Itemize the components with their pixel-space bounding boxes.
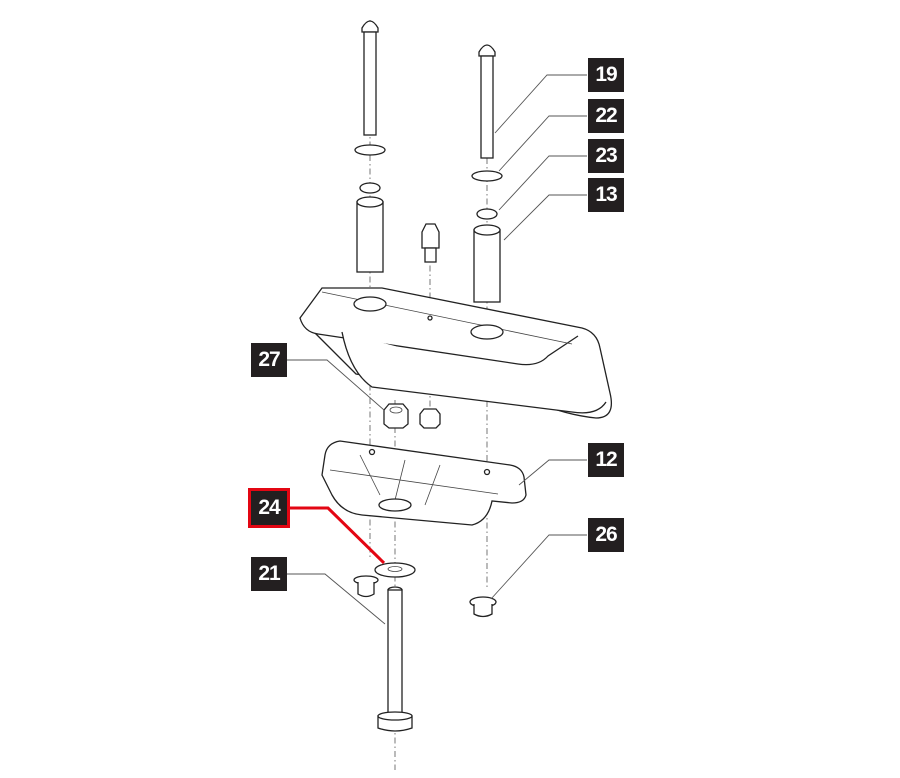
callout-24-highlighted: 24 — [248, 488, 290, 528]
callout-26: 26 — [588, 518, 624, 552]
nut-27 — [383, 403, 409, 429]
lower-bracket-12 — [321, 440, 527, 526]
bolt-19 — [478, 44, 496, 159]
flange-nut-26 — [469, 596, 497, 618]
callout-13: 13 — [588, 178, 624, 212]
leader-19 — [494, 74, 587, 134]
washer-22 — [471, 170, 503, 182]
bolt-left — [361, 20, 379, 136]
leader-12 — [518, 459, 587, 486]
leader-22 — [498, 115, 587, 172]
callout-23: 23 — [588, 139, 624, 173]
callout-12: 12 — [588, 443, 624, 477]
spacer-left — [356, 196, 384, 273]
callout-22: 22 — [588, 99, 624, 133]
leader-26 — [490, 534, 587, 600]
washer-left — [354, 144, 386, 156]
small-bolt — [421, 223, 440, 263]
washer-24 — [374, 562, 416, 578]
flange-nut-left — [353, 575, 379, 598]
bolt-21 — [377, 586, 413, 732]
callout-21: 21 — [251, 557, 287, 591]
nut-small — [419, 408, 441, 429]
lock-washer-left — [359, 182, 381, 194]
leader-21 — [287, 573, 386, 625]
callout-27: 27 — [251, 343, 287, 377]
leader-23 — [498, 155, 587, 211]
leader-27 — [287, 359, 385, 411]
leader-13 — [503, 194, 587, 241]
upper-bracket — [299, 287, 613, 419]
leader-24-highlighted — [289, 506, 386, 565]
spacer-13 — [473, 224, 501, 303]
lock-washer-23 — [476, 208, 498, 220]
callout-19: 19 — [588, 58, 624, 92]
